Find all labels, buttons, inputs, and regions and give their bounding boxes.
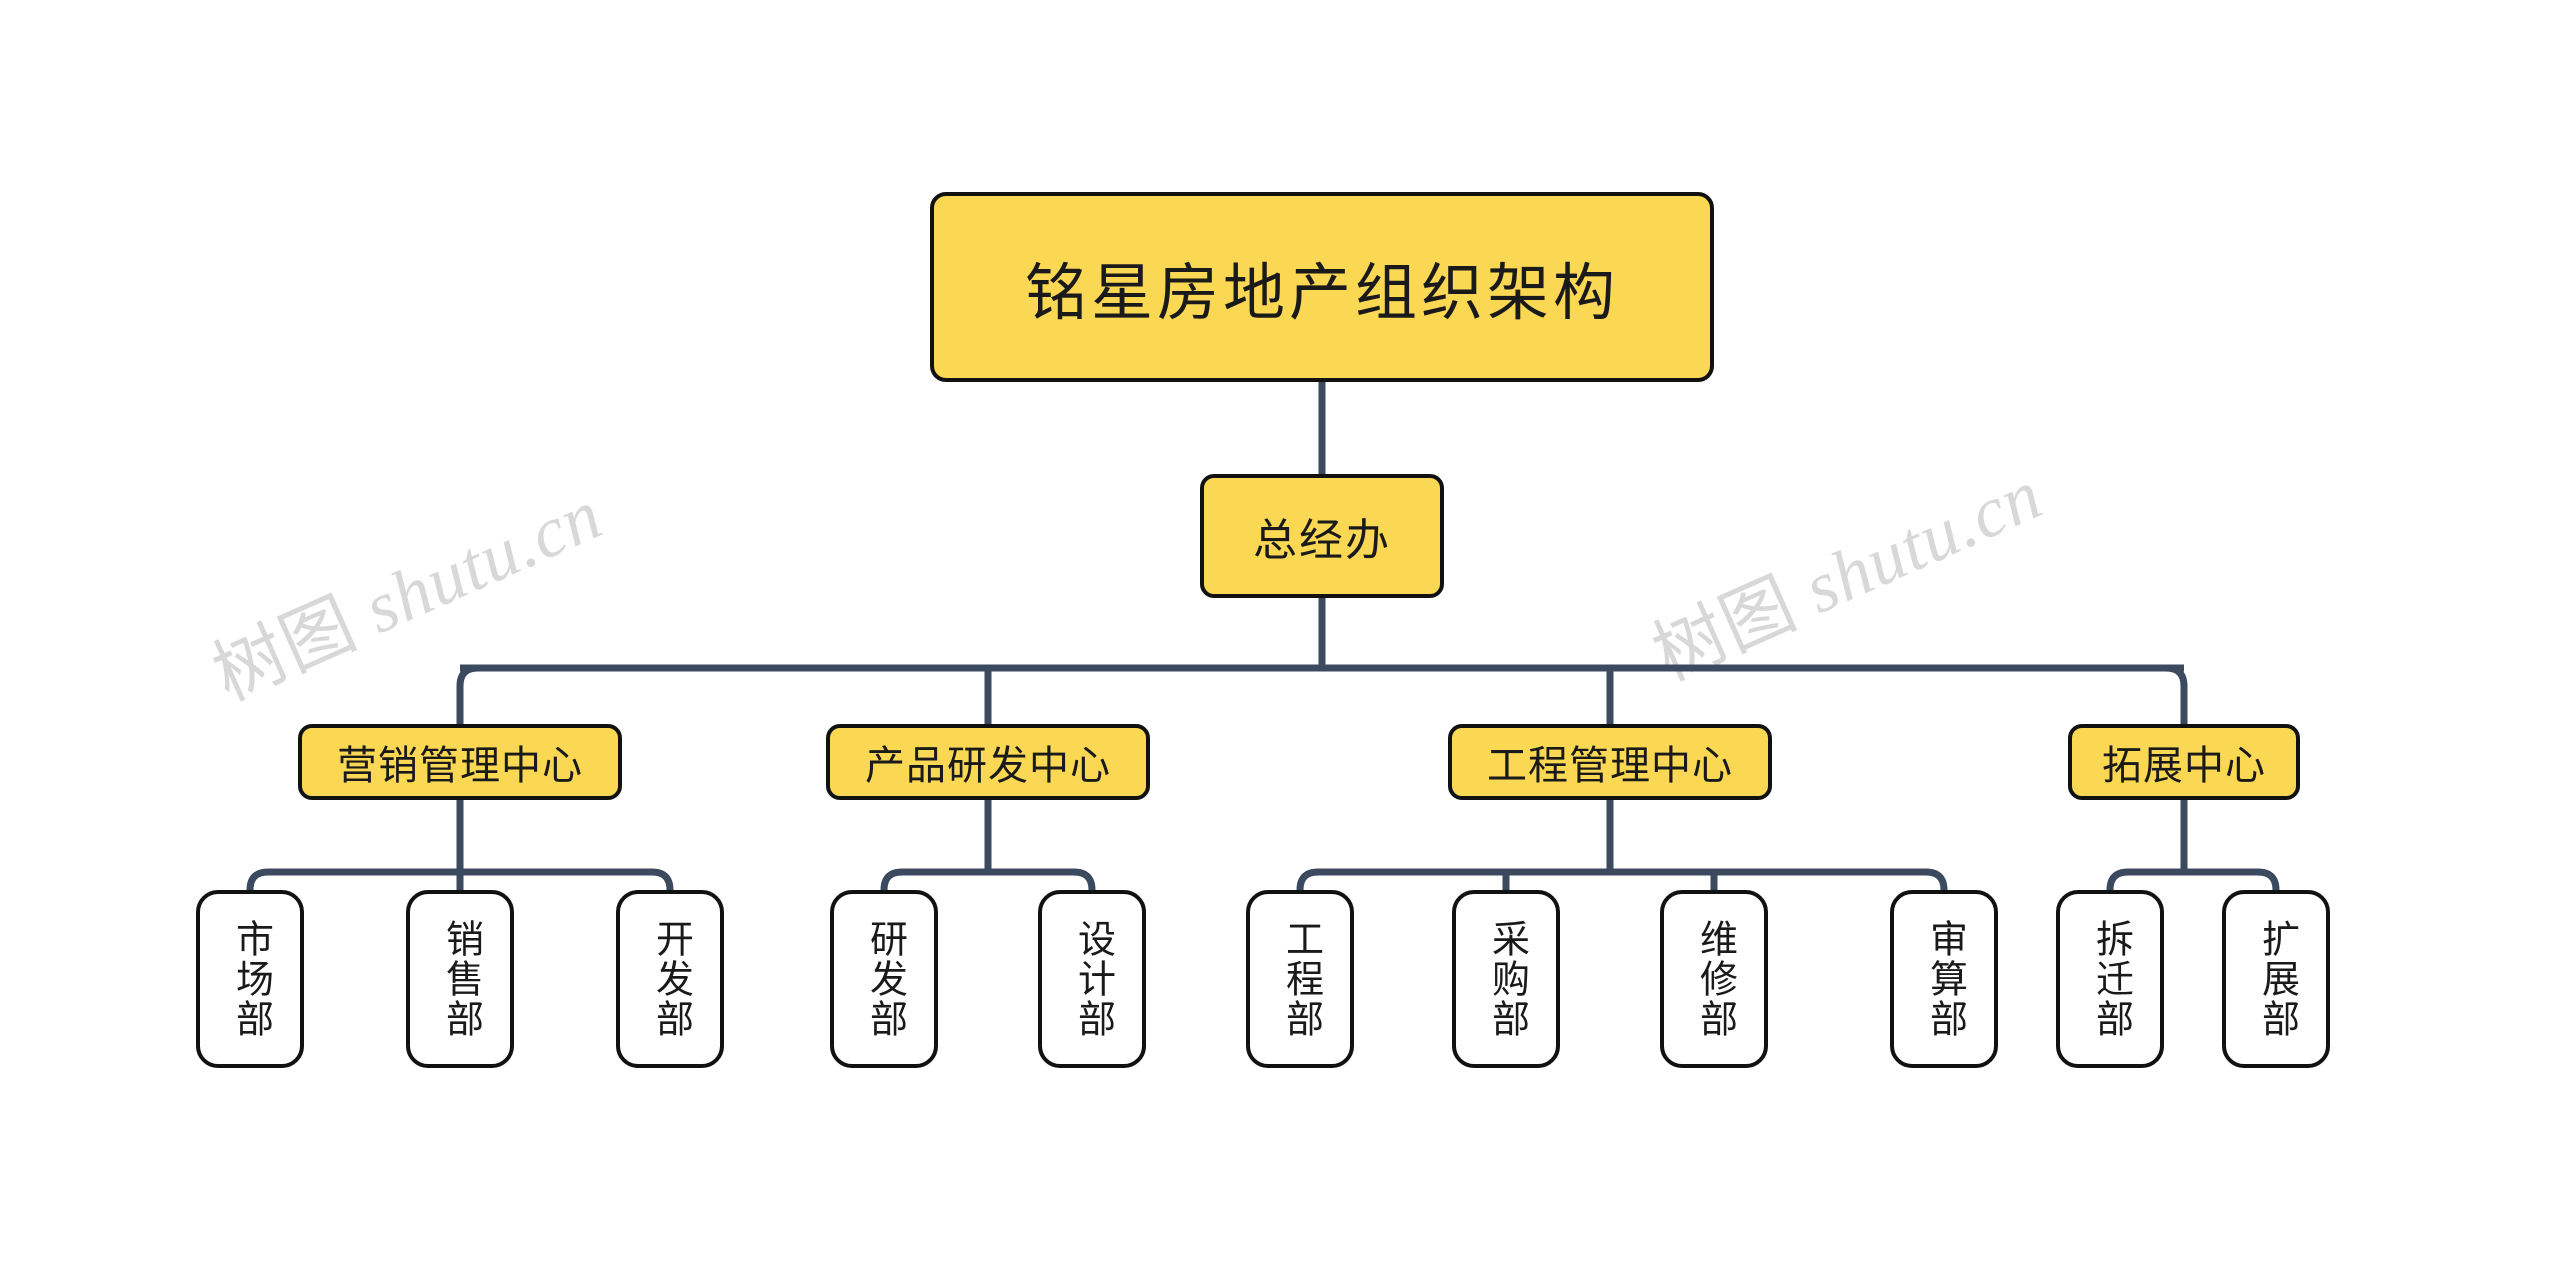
watermark-cjk-text: 树图 xyxy=(1640,560,1809,697)
node-general-manager-office-label: 总经办 xyxy=(1253,516,1391,565)
node-root-label: 铭星房地产组织架构 xyxy=(1024,259,1619,328)
node-dept-market[interactable]: 市场部 xyxy=(196,890,304,1068)
watermark-right: 树图 shutu.cn xyxy=(1634,436,2056,701)
node-dept-label: 开发部 xyxy=(649,919,692,1039)
node-center-label: 工程管理中心 xyxy=(1487,744,1733,788)
node-dept-label: 扩展部 xyxy=(2255,919,2298,1039)
node-dept-label: 研发部 xyxy=(863,919,906,1039)
node-dept-maintenance[interactable]: 维修部 xyxy=(1660,890,1768,1068)
node-center-marketing-management[interactable]: 营销管理中心 xyxy=(298,724,622,800)
node-dept-label: 设计部 xyxy=(1071,919,1114,1039)
watermark-left: 树图 shutu.cn xyxy=(194,456,616,721)
node-dept-label: 维修部 xyxy=(1693,919,1736,1039)
watermark-latin-text: shutu.cn xyxy=(352,474,614,649)
node-dept-design[interactable]: 设计部 xyxy=(1038,890,1146,1068)
node-center-label: 拓展中心 xyxy=(2102,744,2266,788)
node-dept-audit-budget[interactable]: 审算部 xyxy=(1890,890,1998,1068)
node-dept-label: 拆迁部 xyxy=(2089,919,2132,1039)
node-general-manager-office[interactable]: 总经办 xyxy=(1200,474,1444,598)
node-dept-engineering[interactable]: 工程部 xyxy=(1246,890,1354,1068)
node-center-label: 营销管理中心 xyxy=(337,744,583,788)
node-dept-demolition-relocation[interactable]: 拆迁部 xyxy=(2056,890,2164,1068)
connector-center3-bus xyxy=(1296,868,1948,920)
node-dept-expansion[interactable]: 扩展部 xyxy=(2222,890,2330,1068)
node-dept-development[interactable]: 开发部 xyxy=(616,890,724,1068)
watermark-latin-text: shutu.cn xyxy=(1792,454,2054,629)
watermark-cjk-text: 树图 xyxy=(200,580,369,717)
node-dept-research-development[interactable]: 研发部 xyxy=(830,890,938,1068)
node-dept-sales[interactable]: 销售部 xyxy=(406,890,514,1068)
node-center-engineering-management[interactable]: 工程管理中心 xyxy=(1448,724,1772,800)
node-dept-label: 市场部 xyxy=(229,919,272,1039)
node-dept-label: 采购部 xyxy=(1485,919,1528,1039)
node-root[interactable]: 铭星房地产组织架构 xyxy=(930,192,1714,382)
connector-bus-to-centers xyxy=(456,664,2188,724)
node-center-label: 产品研发中心 xyxy=(865,744,1111,788)
node-dept-procurement[interactable]: 采购部 xyxy=(1452,890,1560,1068)
node-dept-label: 销售部 xyxy=(439,919,482,1039)
node-center-product-rd[interactable]: 产品研发中心 xyxy=(826,724,1150,800)
node-dept-label: 审算部 xyxy=(1923,919,1966,1039)
node-center-expansion[interactable]: 拓展中心 xyxy=(2068,724,2300,800)
node-dept-label: 工程部 xyxy=(1279,919,1322,1039)
